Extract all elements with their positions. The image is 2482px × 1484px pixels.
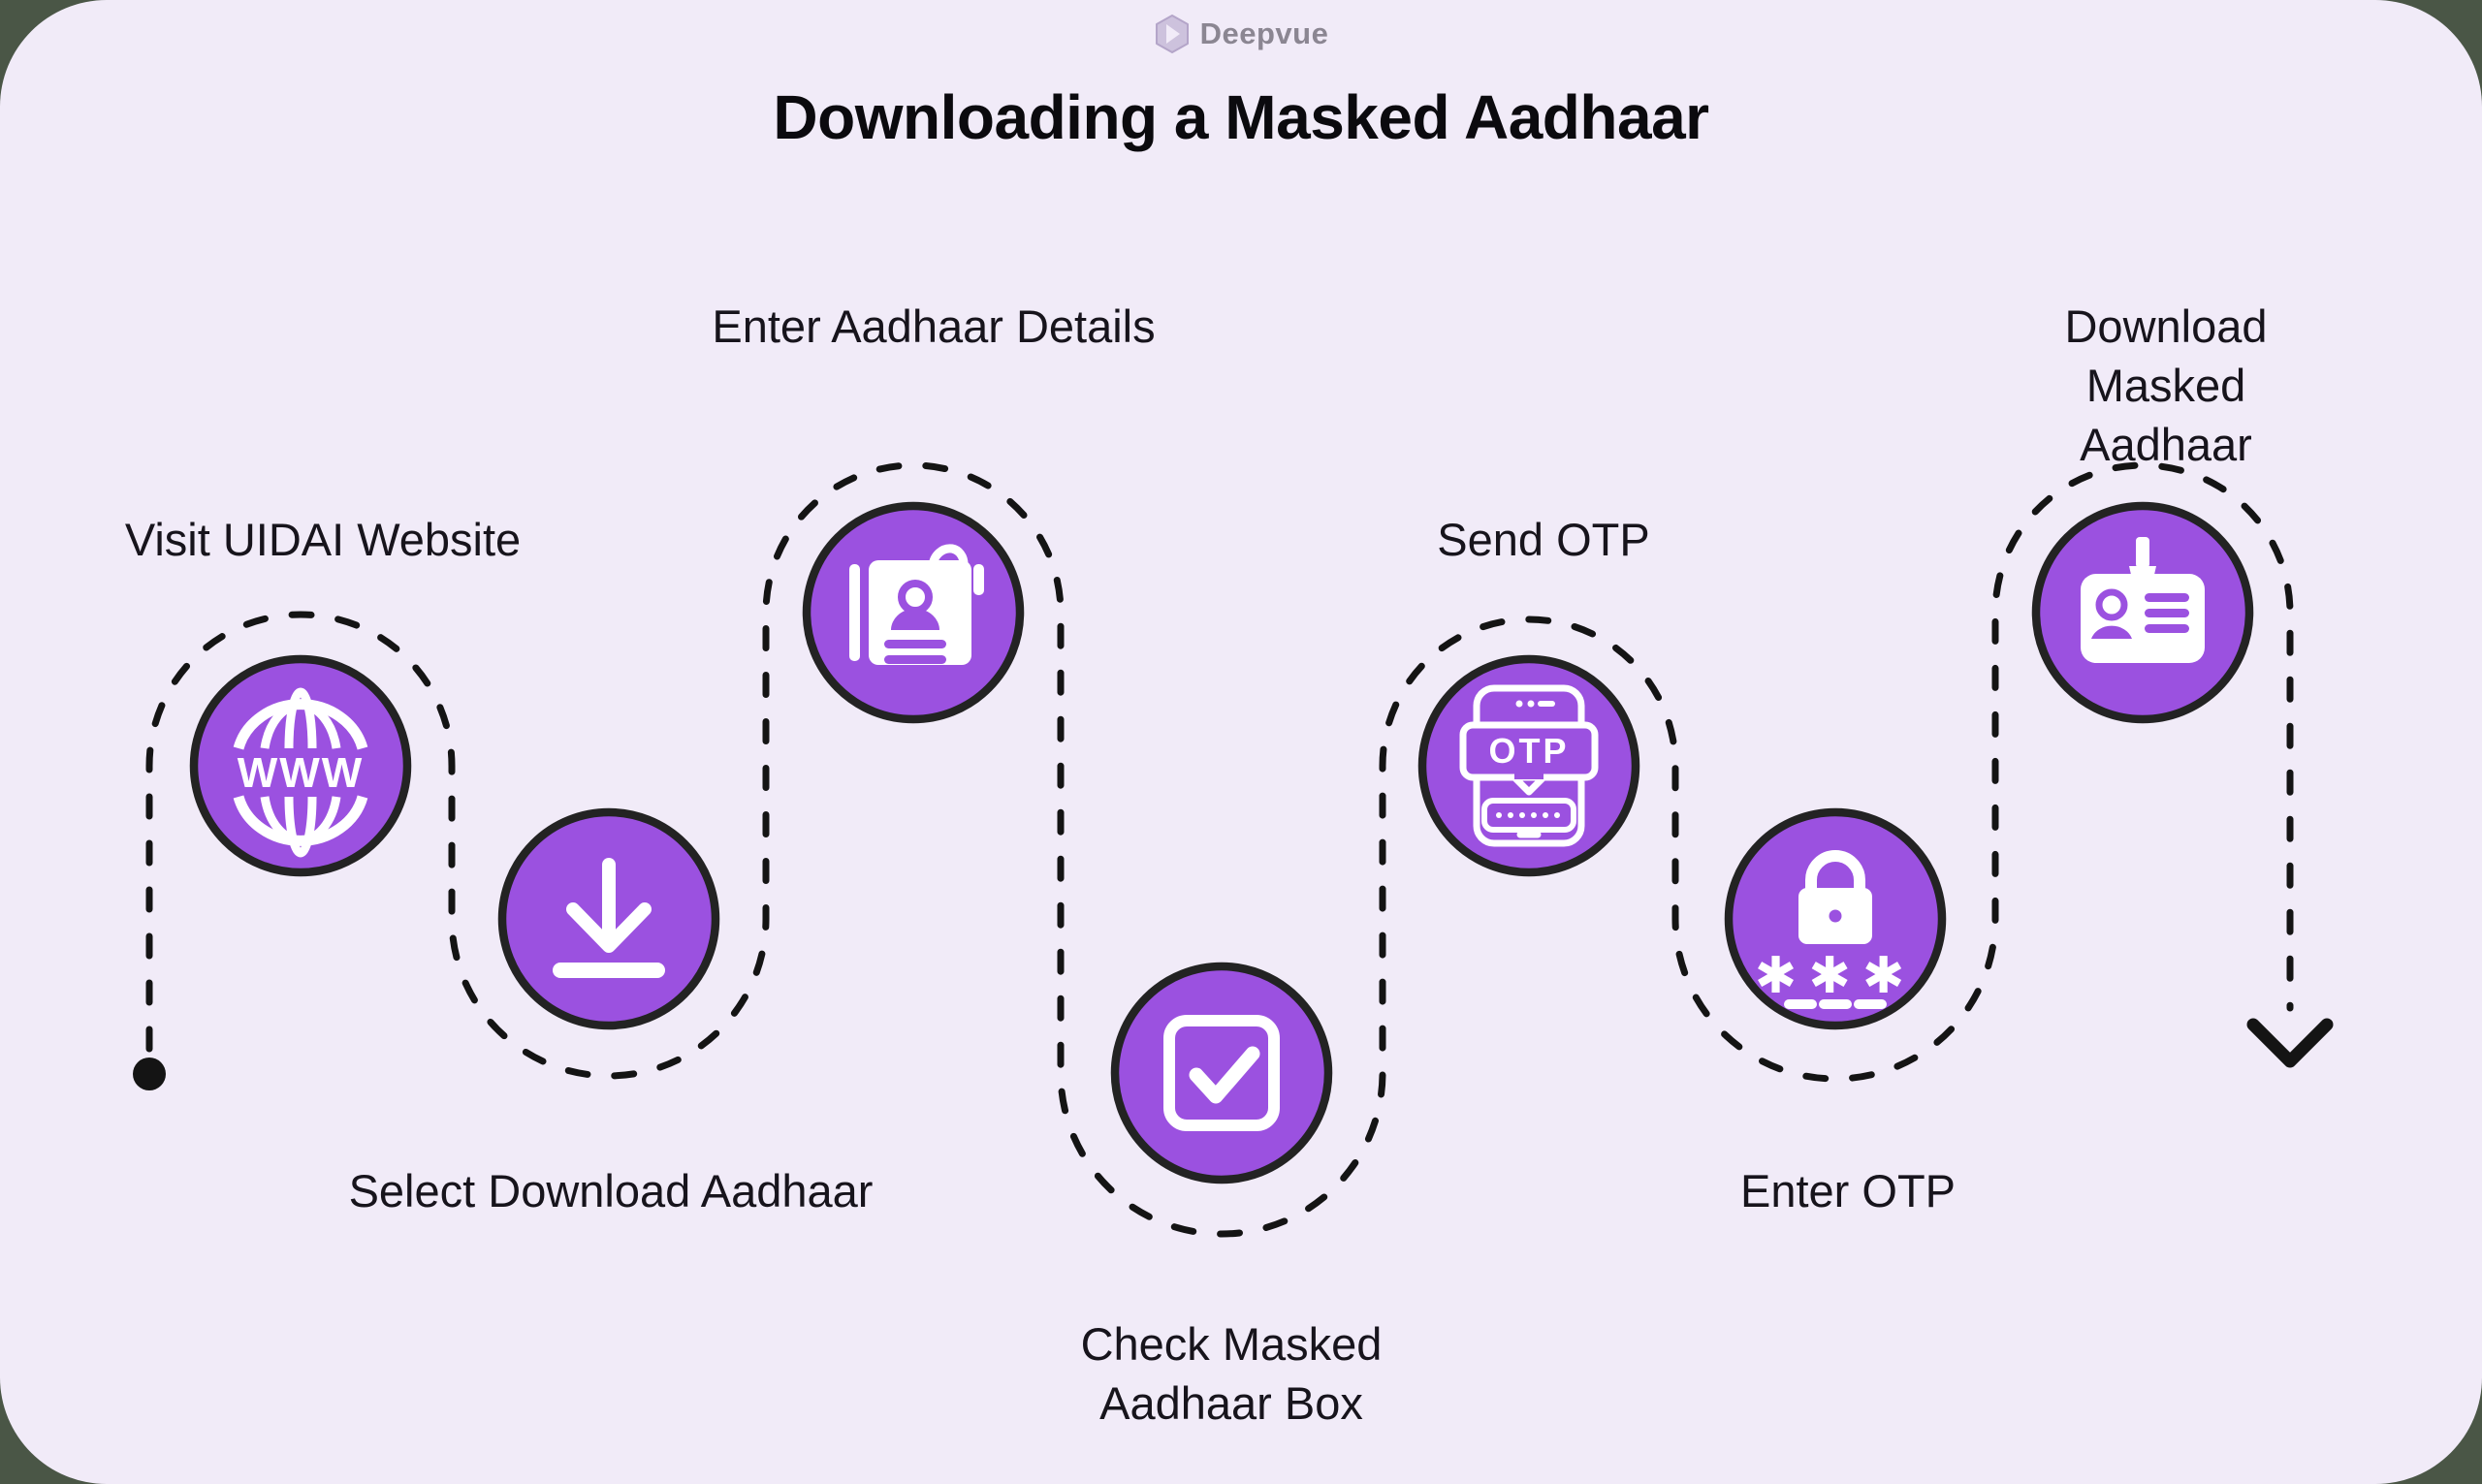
www-globe-icon: WWW	[233, 687, 368, 858]
step-circle-visit-uidai: WWW	[189, 654, 412, 877]
step-label-check-masked-box: Check Masked Aadhaar Box	[1080, 1318, 1383, 1430]
brand-logo: Deepvue	[0, 14, 2482, 54]
step-label-visit-uidai: Visit UIDAI Website	[124, 514, 522, 565]
flow-path	[145, 461, 2294, 1238]
step-label-enter-aadhaar-details: Enter Aadhaar Details	[712, 300, 1156, 352]
step-circle-check-masked-box	[1110, 962, 1333, 1184]
otp-phone-icon: OTP	[1459, 684, 1599, 847]
step-circle-enter-otp: ✱✱✱	[1724, 807, 1947, 1030]
download-icon	[553, 858, 665, 978]
page-title: Downloading a Masked Aadhaar	[773, 82, 1709, 152]
step-circle-enter-aadhaar-details	[802, 501, 1025, 724]
otp-text: OTP	[1488, 731, 1569, 771]
www-text: WWW	[238, 749, 365, 797]
id-card-icon	[2081, 537, 2205, 663]
lock-password-icon: ✱✱✱	[1755, 850, 1917, 1009]
step-label-select-download: Select Download Aadhaar	[348, 1165, 874, 1216]
password-mask-text: ✱✱✱	[1755, 947, 1917, 1005]
step-label-send-otp: Send OTP	[1437, 514, 1650, 565]
step-circle-send-otp: OTP	[1417, 654, 1640, 877]
path-end-arrow-icon	[2246, 1018, 2334, 1068]
deepvue-logo-icon	[1155, 15, 1189, 53]
brand-name: Deepvue	[1199, 16, 1329, 50]
path-start-dot	[133, 1058, 166, 1090]
form-person-icon	[849, 544, 984, 665]
checkbox-checked-icon	[1163, 1015, 1280, 1131]
step-circle-select-download	[497, 807, 720, 1030]
step-label-enter-otp: Enter OTP	[1739, 1165, 1957, 1216]
step-label-download-masked: Download Masked Aadhaar	[2064, 300, 2268, 471]
step-circle-download-masked	[2031, 501, 2254, 724]
